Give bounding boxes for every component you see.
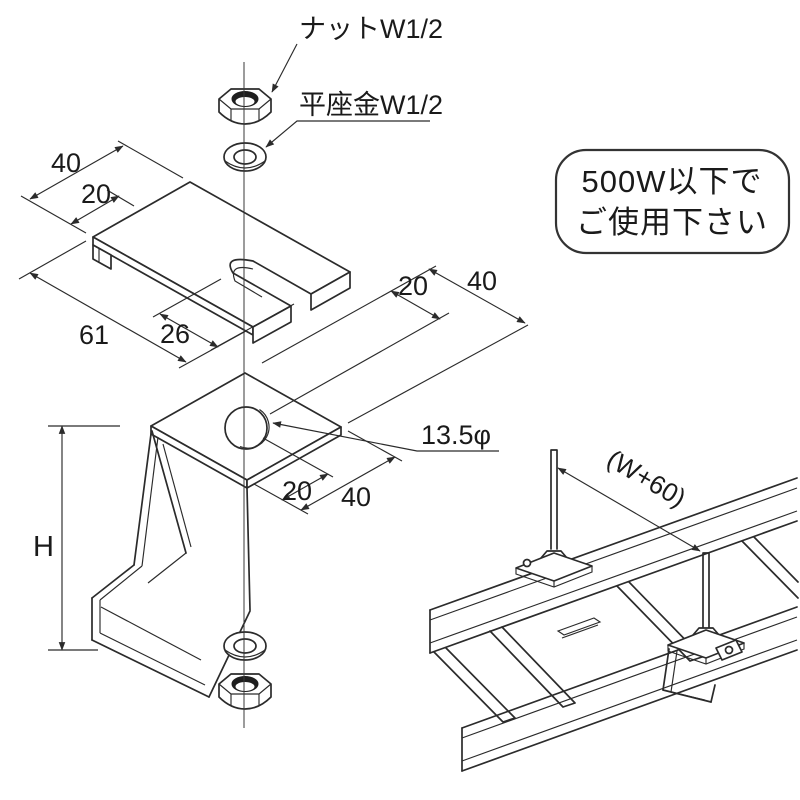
rod-span-text: (W+60) bbox=[602, 444, 691, 513]
hex-nut-bottom bbox=[218, 673, 272, 710]
clamp-bolt-right bbox=[724, 645, 734, 655]
label-hole-diameter: 13.5φ bbox=[272, 420, 499, 452]
flat-washer-bottom bbox=[223, 631, 267, 661]
dim-plate-width-half-20: 20 bbox=[70, 179, 135, 225]
washer-leader-line bbox=[265, 120, 430, 148]
usage-diagram: (W+60) bbox=[429, 444, 799, 772]
hole-leader-line bbox=[272, 421, 499, 452]
clamp-bolt-left bbox=[522, 558, 532, 568]
height-label-text: H bbox=[33, 531, 54, 563]
plate-left-hem-tab bbox=[92, 244, 112, 270]
svg-text:40: 40 bbox=[467, 266, 497, 296]
nut-leader-line bbox=[271, 43, 298, 93]
hanger-fitting-left bbox=[515, 550, 593, 588]
bracket-thickness-right bbox=[246, 426, 342, 489]
usage-note-box: 500W以下で ご使用下さい bbox=[554, 148, 791, 255]
hanger-fitting-right bbox=[662, 627, 745, 703]
svg-text:40: 40 bbox=[51, 148, 81, 178]
dim-bracket-depth bbox=[300, 456, 396, 511]
hanger-rod-left bbox=[550, 449, 558, 550]
bracket-hole-depth-arc bbox=[239, 409, 270, 449]
hex-nut-top bbox=[218, 88, 272, 125]
label-top-washer: 平座金W1/2 bbox=[265, 90, 443, 148]
dim-bracket-height-H: H bbox=[33, 425, 120, 651]
hanger-rod-right bbox=[702, 552, 710, 630]
dim-bracket-depth-pair: 20 40 bbox=[253, 430, 403, 515]
dim-bracket-width bbox=[428, 268, 526, 324]
nut-hole-light bbox=[235, 97, 255, 106]
note-line-2: ご使用下さい bbox=[576, 205, 768, 240]
dim-rod-span: (W+60) bbox=[557, 444, 701, 552]
part-z-bracket bbox=[91, 372, 342, 698]
ladder-rungs bbox=[433, 536, 799, 723]
svg-text:40: 40 bbox=[341, 482, 371, 512]
dim-slot-length-26: 26 bbox=[152, 278, 295, 351]
washer-label-text: 平座金W1/2 bbox=[299, 90, 443, 120]
hole-label-text: 13.5φ bbox=[421, 420, 491, 450]
dim-bracket-width-pair: 20 40 bbox=[261, 265, 529, 424]
svg-text:61: 61 bbox=[79, 320, 109, 350]
plate-slot-inner-wall bbox=[232, 266, 263, 298]
bracket-foot bbox=[91, 552, 251, 698]
bracket-web bbox=[133, 430, 251, 611]
ladder-front-rail bbox=[461, 606, 798, 772]
bracket-hole bbox=[224, 406, 268, 450]
svg-text:26: 26 bbox=[160, 319, 190, 349]
note-box-border bbox=[554, 148, 791, 255]
bracket-in-use bbox=[662, 648, 716, 703]
part-top-plate bbox=[92, 181, 351, 344]
svg-text:20: 20 bbox=[282, 476, 312, 506]
rail-splice-plate bbox=[556, 617, 602, 639]
note-line-1: 500W以下で bbox=[582, 164, 763, 199]
flat-washer-top bbox=[223, 142, 267, 172]
plate-front-flange-right bbox=[310, 271, 351, 311]
svg-text:20: 20 bbox=[398, 271, 428, 301]
label-top-nut: ナットW1/2 bbox=[271, 14, 443, 93]
nut-label-text: ナットW1/2 bbox=[299, 14, 443, 44]
svg-text:20: 20 bbox=[81, 179, 111, 209]
dim-plate-width-40: 40 bbox=[20, 140, 184, 234]
